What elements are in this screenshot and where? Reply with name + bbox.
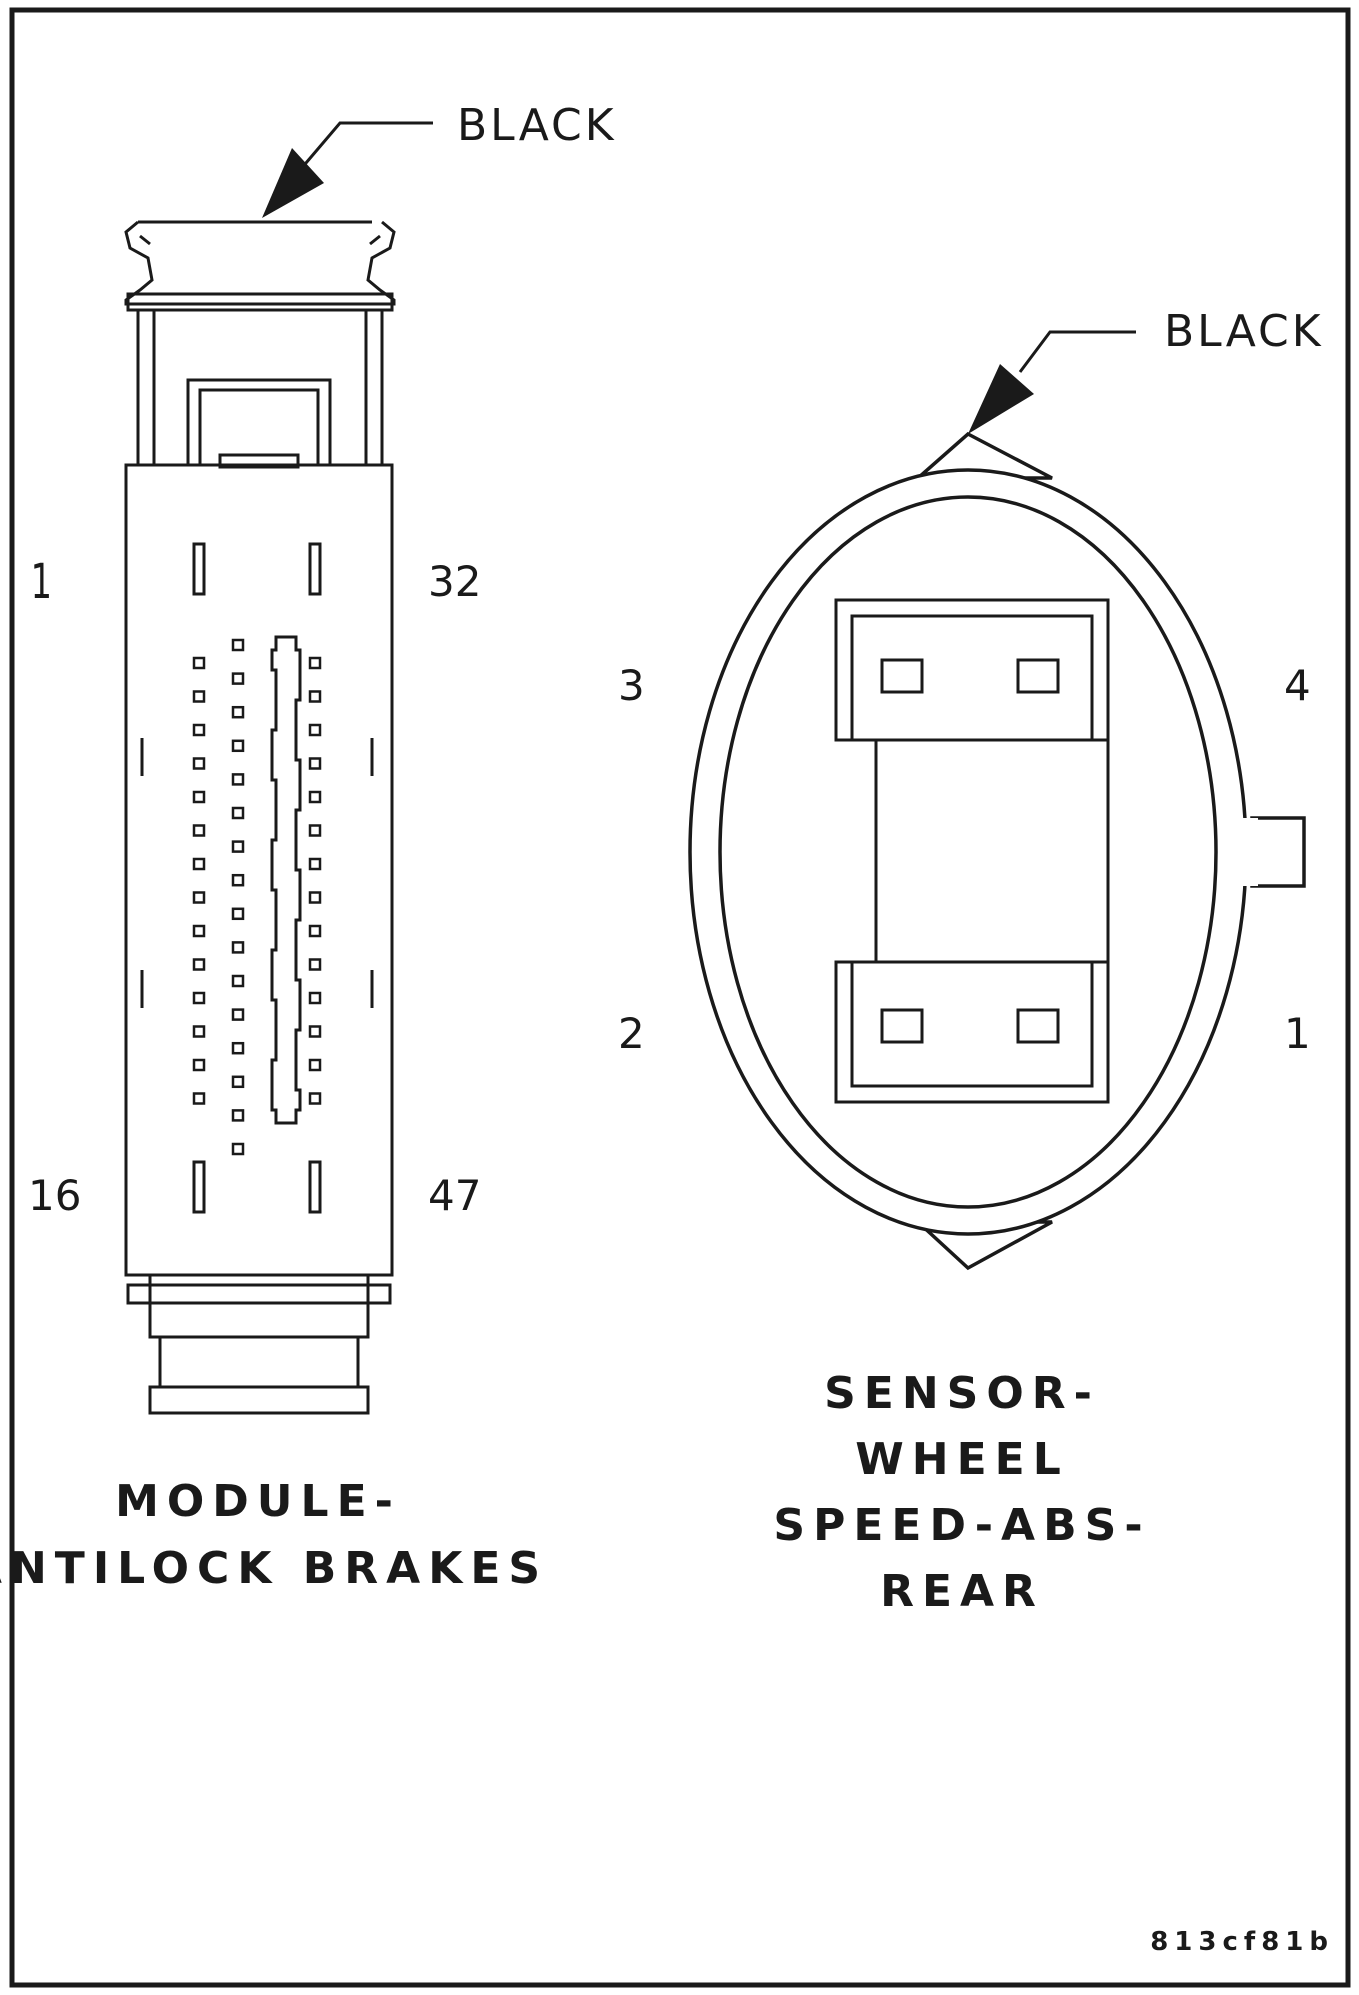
module-connector: BLACK [0,100,617,1594]
module-pin-cavity [231,773,245,786]
module-pin-cavity [231,1008,245,1021]
sensor-terminal-3 [880,658,924,694]
module-pin-cavity [308,924,322,938]
module-pin-cavity [231,739,245,753]
module-color-label: BLACK [457,100,617,151]
module-pin-cavities [192,638,322,1156]
module-bottom-boot [126,1273,392,1415]
sensor-terminal-1 [1016,1008,1060,1044]
module-pin-cavity [308,656,322,670]
module-pin-cavity [192,824,206,837]
sensor-terminal-2 [880,1008,924,1044]
module-pin-label-top-left: 1 [31,553,52,610]
module-pin-cavity [192,690,206,703]
module-title-line-1: MODULE- [115,1476,401,1527]
sensor-color-label: BLACK [1164,306,1324,357]
sensor-pin-label-bottom-left: 2 [618,1009,645,1058]
sensor-terminal-4 [1016,658,1060,694]
module-pin-label-top-right: 32 [428,557,481,606]
sensor-housing [688,431,1306,1271]
module-pin-cavity [231,1075,245,1089]
sensor-pin-label-top-left: 3 [618,661,645,710]
module-pin-cavity [192,723,206,737]
module-body [124,463,394,1277]
module-title-line-2: ANTILOCK BRAKES [0,1543,548,1594]
sensor-title-line-2: WHEEL [855,1434,1069,1485]
module-leader-line [298,121,433,171]
module-pin-cavity [192,757,206,770]
module-pin-cavity [308,1092,322,1105]
sensor-title-line-4: REAR [880,1566,1044,1617]
module-pin-cavity [231,638,245,652]
module-pin-cavity [192,991,206,1005]
module-pin-cavity [308,958,322,971]
module-pin-cavity [192,790,206,804]
module-pin-cavity [231,941,245,954]
sensor-terminal-block [834,598,1110,1104]
module-top-latch [124,220,396,469]
module-pin-cavity [231,873,245,887]
module-pin-cavity [192,857,206,871]
module-pin-cavity [231,840,245,853]
module-pin-cavity [192,1092,206,1105]
figure-code: 813cf81b [1150,1927,1334,1957]
module-pin-cavity [308,723,322,737]
module-pin-cavity [231,1041,245,1055]
module-pin-cavity [192,924,206,938]
sensor-title-line-1: SENSOR- [824,1368,1100,1419]
module-pin-cavity [231,806,245,820]
module-pin-cavity [231,672,245,685]
module-pin-cavity [192,891,206,904]
module-pin-cavity [231,1142,245,1156]
module-pin-cavity [231,705,245,719]
module-pin-label-bottom-right: 47 [428,1171,481,1220]
sensor-connector: BLACK 3 4 2 1 SENSOR- [618,306,1324,1617]
module-pin-cavity [308,757,322,770]
figure-frame [9,7,1351,1988]
module-pin-cavity [192,958,206,971]
module-pin-label-bottom-left: 16 [28,1171,81,1220]
module-pin-cavity [192,1058,206,1072]
module-pin-cavity [308,824,322,837]
sensor-title-line-3: SPEED-ABS- [773,1500,1150,1551]
sensor-pin-label-bottom-right: 1 [1284,1009,1311,1058]
module-pin-cavity [231,907,245,921]
module-pin-cavity [308,690,322,703]
sensor-callout-arrow [968,364,1034,434]
module-pin-cavity [308,1058,322,1072]
module-pin-cavity [308,857,322,871]
module-pin-cavity [308,991,322,1005]
module-pin-cavity [231,1109,245,1122]
sensor-pin-label-top-right: 4 [1284,661,1311,710]
module-pin-cavity [192,1025,206,1038]
module-callout-arrow [262,148,324,218]
module-pin-cavity [308,891,322,904]
module-pin-cavity [308,1025,322,1038]
sensor-leader-line [1018,330,1136,373]
module-pin-cavity [231,974,245,988]
module-pin-cavity [192,656,206,670]
module-pin-cavity [308,790,322,804]
